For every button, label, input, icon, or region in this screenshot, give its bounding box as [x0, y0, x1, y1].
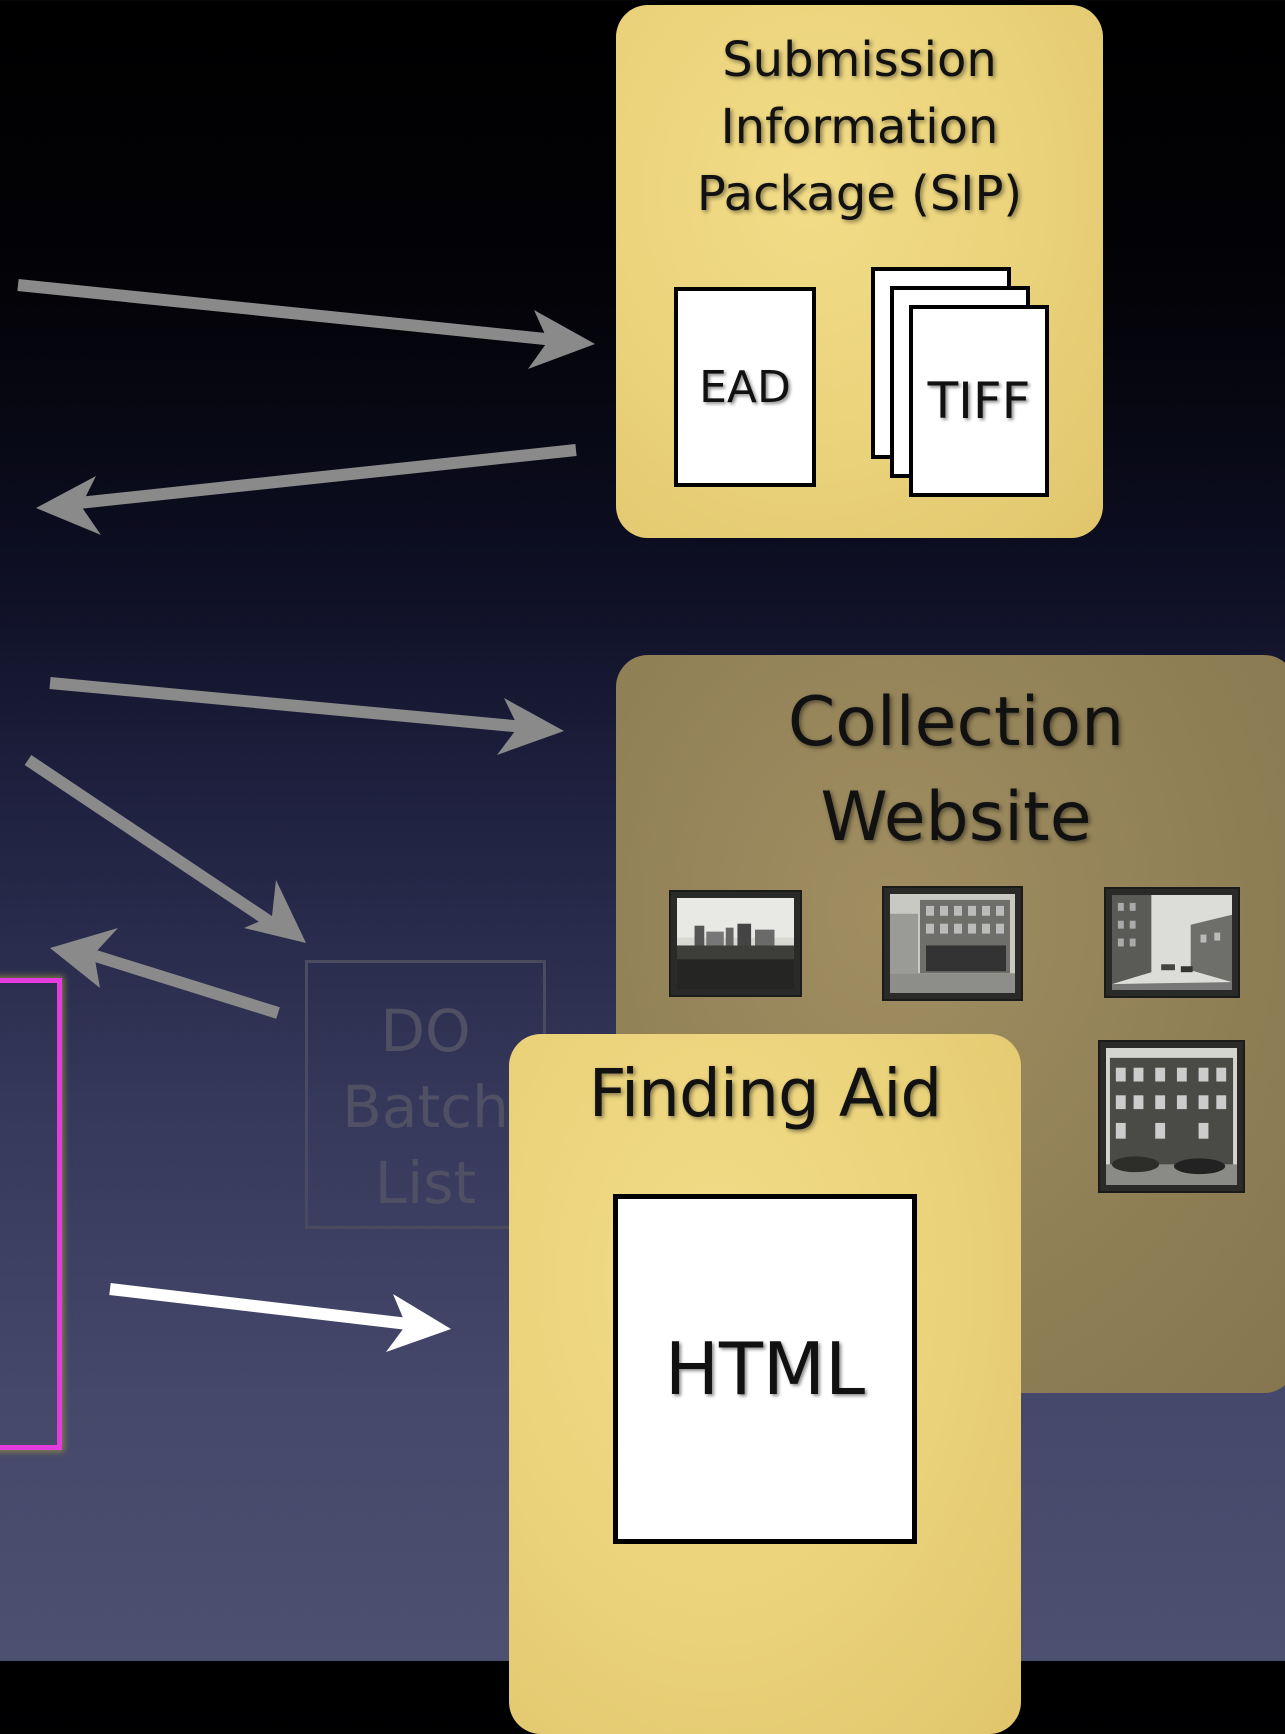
collection-title: Collection Website [616, 675, 1285, 865]
sip-title-line-2: Information [720, 99, 999, 155]
sip-panel: Submission Information Package (SIP) EAD… [616, 5, 1103, 538]
finding-aid-panel: Finding Aid HTML [509, 1034, 1021, 1734]
html-document: HTML [613, 1194, 917, 1544]
do-batch-line-2: Batch [342, 1073, 509, 1141]
arrowhead-to-do-batch [244, 880, 306, 943]
photo-landscape-icon [677, 898, 794, 989]
arrow-from-do-batch [68, 942, 280, 1019]
photo-thumbnail-landscape [669, 890, 802, 997]
photo-thumbnail-storefront [882, 886, 1023, 1001]
arrows-layer [17, 279, 595, 1352]
photo-street-icon [1112, 895, 1232, 990]
tiff-label: TIFF [927, 372, 1031, 430]
arrow-to-do-batch [24, 755, 286, 935]
ead-document: EAD [674, 287, 816, 487]
photo-thumbnail-street [1104, 887, 1240, 998]
sip-title-line-3: Package (SIP) [696, 166, 1023, 222]
arrowhead-to-finding-aid [386, 1294, 451, 1352]
collection-title-line-2: Website [820, 778, 1092, 857]
sip-title: Submission Information Package (SIP) [616, 27, 1103, 228]
arrow-from-sip [59, 444, 577, 511]
arrow-to-sip [17, 279, 556, 346]
arrowhead-to-collection [497, 698, 564, 755]
html-label: HTML [664, 1327, 866, 1411]
arrow-to-collection [49, 677, 536, 734]
arrowhead-to-sip [528, 310, 595, 369]
tiff-document-front: TIFF [909, 305, 1049, 497]
collection-title-line-1: Collection [787, 683, 1125, 762]
finding-aid-title: Finding Aid [588, 1055, 943, 1132]
highlight-box [0, 978, 62, 1450]
do-batch-line-1: DO [380, 997, 471, 1065]
sip-title-line-1: Submission [722, 32, 997, 88]
do-batch-line-3: List [374, 1149, 477, 1217]
photo-brownstones-icon [1106, 1048, 1237, 1185]
ead-label: EAD [699, 361, 791, 413]
photo-storefront-icon [890, 894, 1015, 993]
arrowhead-from-do-batch [50, 928, 118, 988]
arrow-to-finding-aid [109, 1283, 426, 1332]
arrowhead-from-sip [36, 476, 101, 535]
photo-thumbnail-brownstones [1098, 1040, 1245, 1193]
do-batch-list-box: DO Batch List [305, 960, 546, 1229]
